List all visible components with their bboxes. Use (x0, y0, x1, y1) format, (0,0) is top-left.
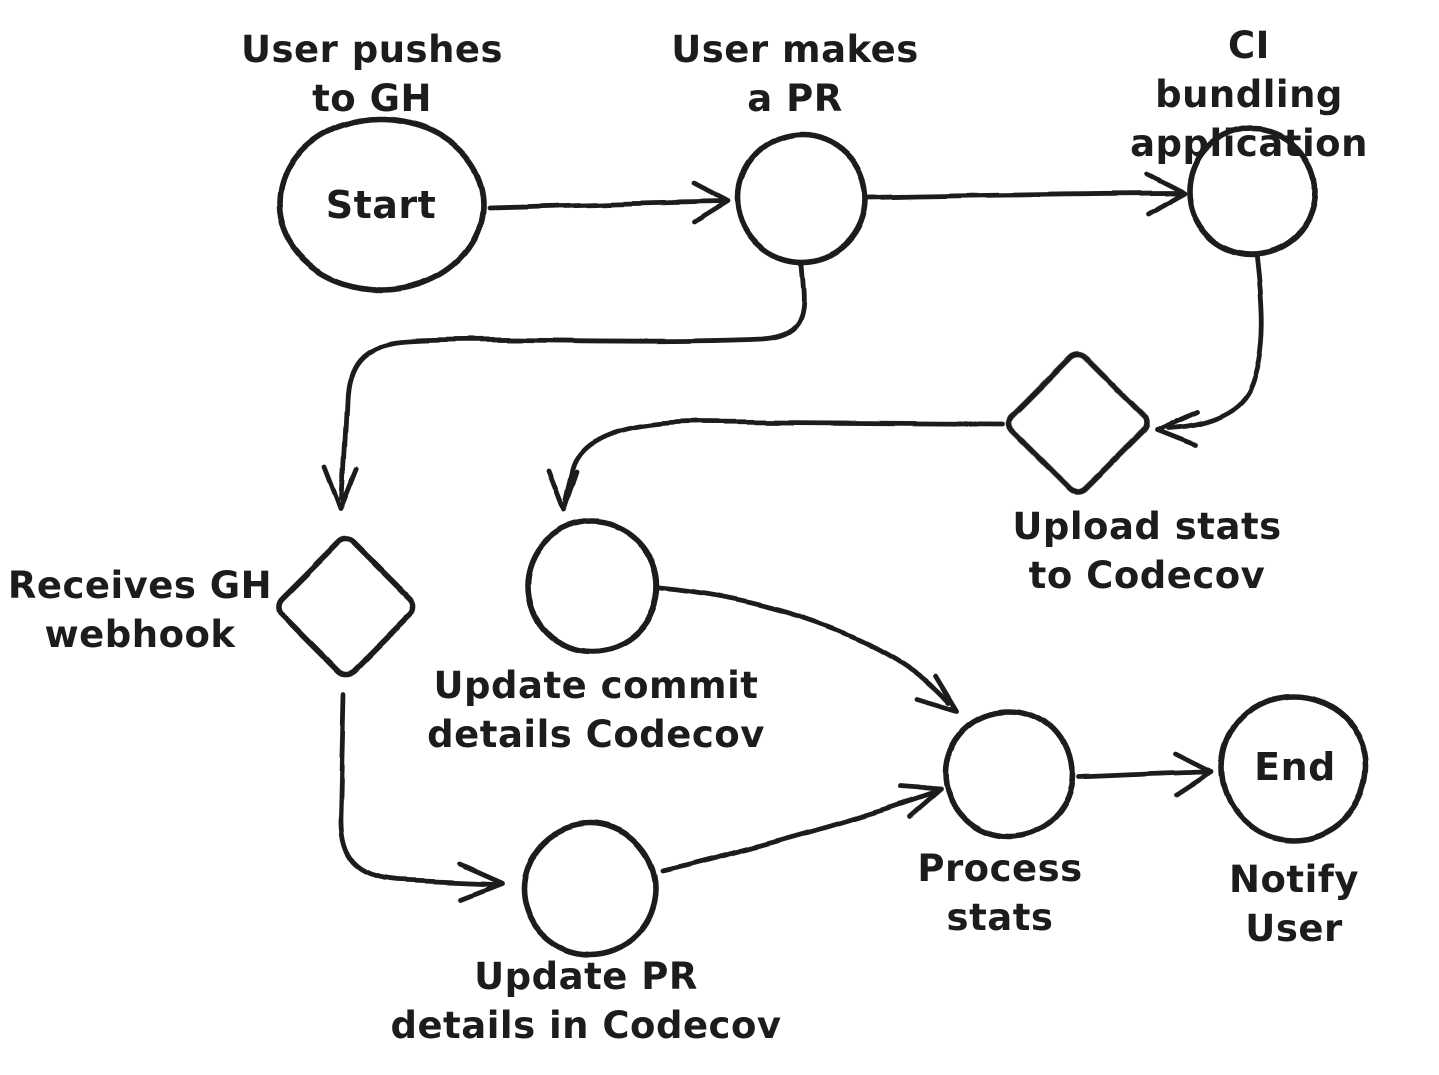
start-node (276, 116, 486, 292)
edge-start-to-pr (486, 180, 731, 225)
process-stats-node (943, 708, 1075, 840)
end-node-label: End (1254, 745, 1336, 789)
end-node (1219, 693, 1369, 843)
update-pr-node (521, 820, 659, 958)
caption-notify-user: Notify User (1229, 858, 1359, 950)
caption-user-makes-pr: User makes a PR (671, 28, 919, 120)
upload-stats-node (1006, 351, 1150, 495)
caption-update-commit: Update commit details Codecov (427, 664, 765, 756)
start-node-label: Start (325, 183, 437, 227)
edge-process-to-end (1075, 751, 1215, 798)
caption-update-pr: Update PR details in Codecov (390, 955, 782, 1047)
edge-pr-to-ci (866, 171, 1187, 217)
caption-ci-bundling: CI bundling application (1130, 24, 1368, 165)
edge-upload-to-update-commit (546, 419, 1006, 513)
caption-process-stats: Process stats (917, 847, 1083, 939)
caption-upload-stats: Upload stats to Codecov (1012, 505, 1282, 597)
ci-bundling-node (1186, 125, 1318, 257)
caption-receives-webhook: Receives GH webhook (7, 564, 273, 656)
update-commit-node (524, 518, 660, 654)
edge-update-pr-to-process (660, 784, 944, 874)
edge-pr-to-webhook (322, 261, 806, 511)
receives-webhook-node (275, 536, 417, 678)
edge-webhook-to-update-pr (338, 691, 505, 902)
user-makes-pr-node (735, 131, 869, 265)
edge-ci-to-upload (1154, 254, 1265, 448)
edge-update-commit-to-process (657, 585, 961, 714)
caption-user-pushes: User pushes to GH (240, 28, 504, 120)
